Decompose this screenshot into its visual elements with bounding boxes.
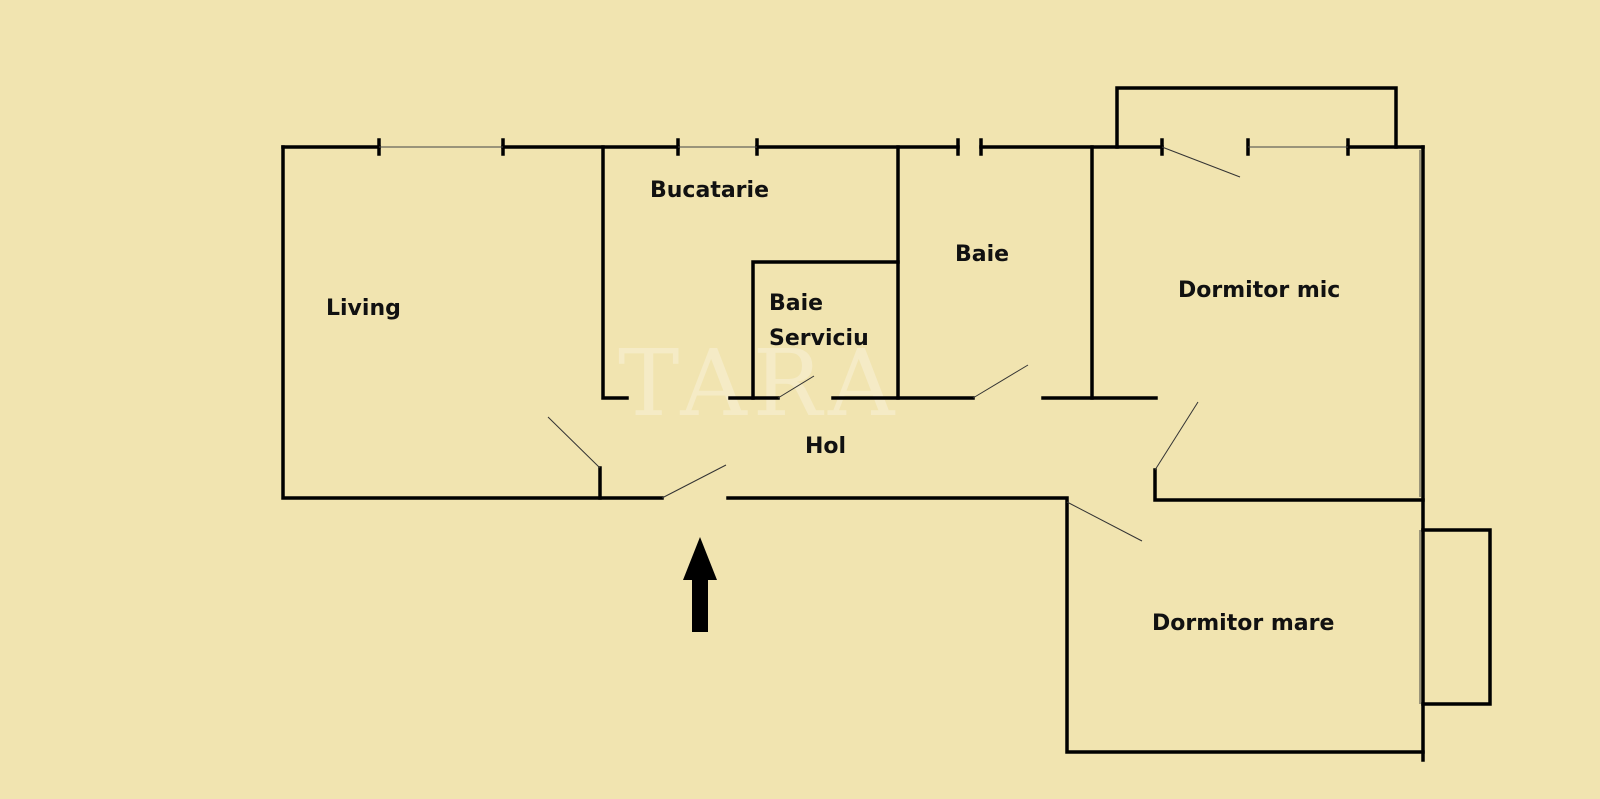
windows (379, 146, 1421, 704)
room-label-baie-serviciu-line1: Baie (769, 291, 823, 316)
room-label-living: Living (326, 296, 401, 321)
doors (547, 146, 1241, 542)
room-label-dormitor-mare: Dormitor mare (1152, 611, 1334, 636)
entrance-arrow-icon (683, 537, 717, 632)
room-label-baie-serviciu-line2: Serviciu (769, 326, 869, 351)
room-label-bucatarie: Bucatarie (650, 178, 769, 203)
room-label-hol: Hol (805, 434, 846, 459)
watermark: TARA (618, 330, 900, 437)
room-label-baie: Baie (955, 242, 1009, 267)
room-label-dormitor-mic: Dormitor mic (1178, 278, 1340, 303)
